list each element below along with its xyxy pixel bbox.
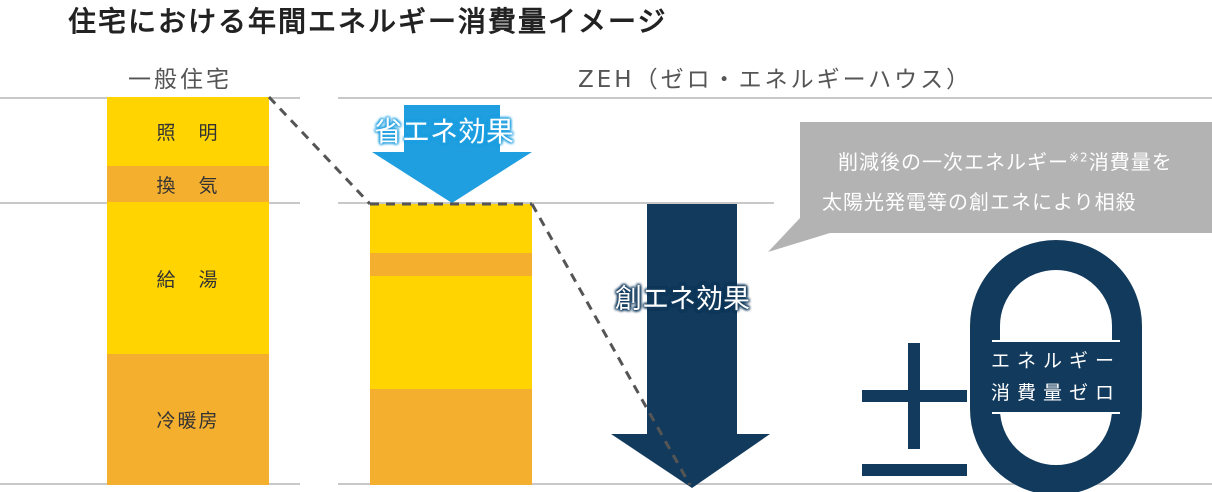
callout-bubble	[768, 122, 1212, 252]
zeh-segment-lighting	[370, 204, 532, 253]
top-line-right	[338, 97, 1212, 99]
segment-ventilation: 換 気	[107, 166, 269, 202]
zero-caption-line-1: エネルギー	[990, 350, 1121, 372]
page-title: 住宅における年間エネルギー消費量イメージ	[68, 5, 668, 38]
segment-hot-water-label: 給 湯	[156, 268, 220, 291]
segment-heating-cooling: 冷暖房	[107, 354, 269, 485]
zeh-segment-ventilation	[370, 253, 532, 276]
general-house-label: 一般住宅	[128, 67, 232, 93]
energy-saving-label: 省エネ効果	[374, 115, 515, 148]
segment-lighting: 照 明	[107, 97, 269, 166]
dashed-line-left	[267, 95, 372, 206]
dashed-line-right	[530, 203, 692, 486]
zero-caption-line-2: 消費量ゼロ	[990, 382, 1121, 404]
callout-line-1-text: 削減後の一次エネルギー	[838, 150, 1069, 174]
zeh-label: ZEH（ゼロ・エネルギーハウス）	[578, 67, 973, 93]
zeh-segment-hot-water	[370, 276, 532, 389]
callout-line-1-tail: 消費量を	[1088, 150, 1173, 174]
zeh-segment-heating-cooling	[370, 389, 532, 485]
segment-ventilation-label: 換 気	[156, 174, 220, 197]
plus-minus-bottom-bar	[862, 464, 967, 476]
energy-creation-label: 創エネ効果	[615, 284, 750, 315]
plus-minus-vertical-bar	[908, 343, 920, 449]
callout-note: ※2	[1069, 150, 1089, 165]
mid-line-right	[338, 202, 774, 204]
segment-lighting-label: 照 明	[156, 122, 220, 144]
zero-caption: エネルギー 消費量ゼロ	[985, 342, 1127, 412]
energy-creation-arrow	[611, 204, 770, 488]
segment-hot-water: 給 湯	[107, 202, 269, 354]
callout-line-1: 削減後の一次エネルギー※2消費量を	[838, 146, 1173, 175]
bottom-line-right	[338, 483, 1212, 485]
segment-heating-cooling-label: 冷暖房	[156, 410, 220, 432]
energy-saving-arrow	[372, 105, 532, 203]
callout-line-2: 太陽光発電等の創エネにより相殺	[822, 190, 1137, 214]
